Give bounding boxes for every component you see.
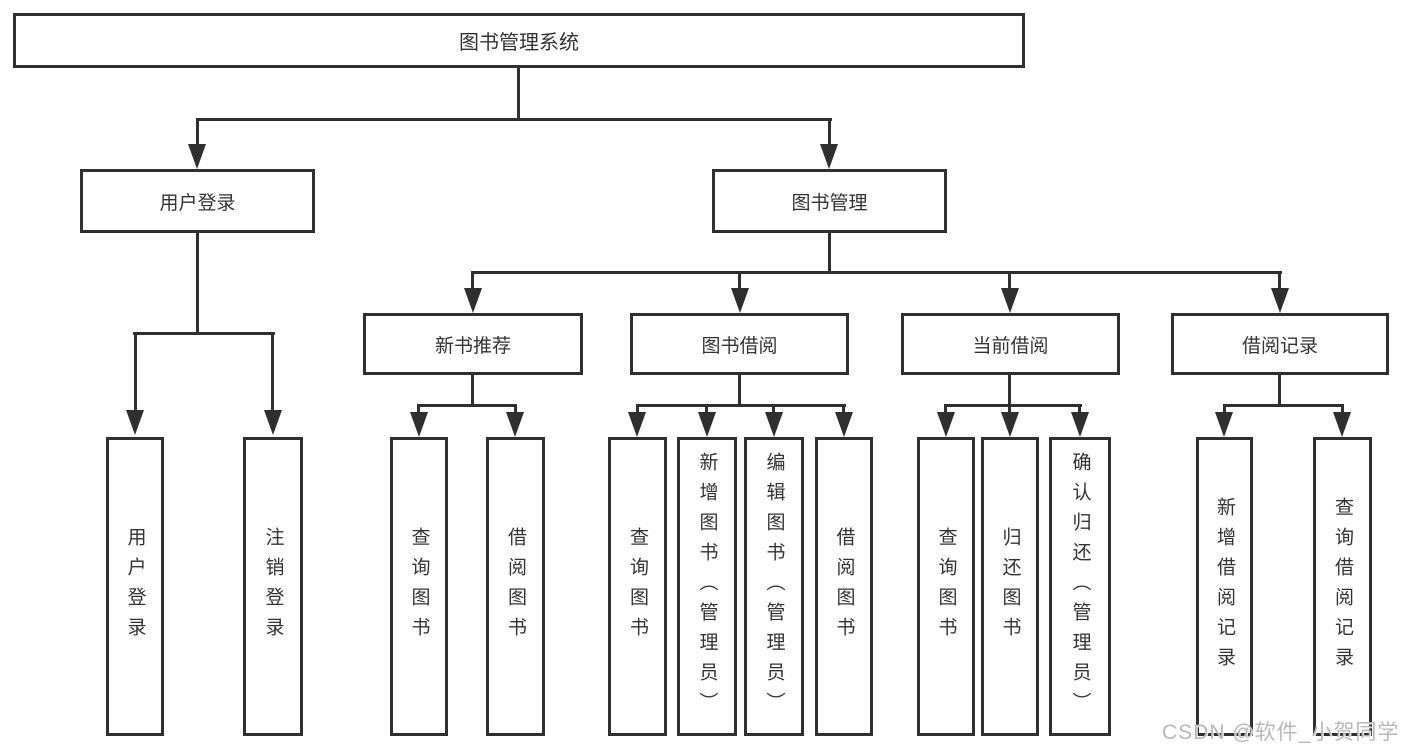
node-label: 借阅图书 <box>505 526 526 647</box>
connector-line <box>772 404 775 414</box>
leaf-recommend-query-books: 查询图书 <box>390 437 448 736</box>
arrowhead-down-icon <box>1001 412 1019 437</box>
connector-borrowing-branch <box>636 404 846 407</box>
node-user-login: 用户登录 <box>80 169 315 233</box>
connector-line <box>1278 271 1281 289</box>
node-label: 注销登录 <box>262 526 284 647</box>
node-label: 归还图书 <box>999 526 1021 647</box>
leaf-logout-login: 注销登录 <box>243 437 303 736</box>
connector-root-stem <box>517 65 520 121</box>
connector-recommend-branch <box>417 404 517 407</box>
arrowhead-down-icon <box>264 410 282 435</box>
leaf-user-login: 用户登录 <box>106 437 164 736</box>
arrowhead-down-icon <box>835 412 853 437</box>
connector-line <box>1008 271 1011 289</box>
leaf-records-query-borrow-record: 查询借阅记录 <box>1313 437 1372 736</box>
node-root: 图书管理系统 <box>13 13 1025 68</box>
connector-line <box>514 404 517 414</box>
arrowhead-down-icon <box>1333 412 1351 437</box>
node-label: 图书管理系统 <box>459 32 579 54</box>
connector-line <box>196 118 199 148</box>
connector-borrowing-stem <box>738 373 741 407</box>
connector-login-branch <box>133 332 275 335</box>
connector-line <box>738 271 741 289</box>
connector-line <box>471 271 474 289</box>
connector-recommend-stem <box>471 373 474 407</box>
node-borrowing-records: 借阅记录 <box>1171 313 1389 375</box>
connector-line <box>636 404 639 414</box>
arrowhead-down-icon <box>1071 412 1089 437</box>
node-label: 借阅图书 <box>833 526 855 647</box>
arrowhead-down-icon <box>1271 288 1289 313</box>
node-label: 查询图书 <box>935 526 957 647</box>
leaf-borrowing-query-books: 查询图书 <box>608 437 667 736</box>
node-label: 查询图书 <box>408 526 430 647</box>
node-label: 查询借阅记录 <box>1332 496 1353 677</box>
node-book-management: 图书管理 <box>712 169 947 233</box>
node-new-book-recommend: 新书推荐 <box>363 313 583 375</box>
connector-line <box>134 332 137 412</box>
node-label: 借阅记录 <box>1241 335 1318 357</box>
node-current-borrowing: 当前借阅 <box>901 313 1120 375</box>
connector-line <box>271 332 274 412</box>
node-label: 用户登录 <box>159 192 236 214</box>
arrowhead-down-icon <box>126 410 144 435</box>
leaf-current-query-books: 查询图书 <box>917 437 975 736</box>
connector-management-branch <box>471 271 1282 274</box>
leaf-records-add-borrow-record: 新增借阅记录 <box>1196 437 1253 736</box>
connector-records-branch <box>1223 404 1344 407</box>
leaf-recommend-borrow-books: 借阅图书 <box>486 437 545 736</box>
leaf-borrowing-edit-books-admin: 编辑图书（管理员） <box>744 437 804 736</box>
arrowhead-down-icon <box>698 412 716 437</box>
arrowhead-down-icon <box>937 412 955 437</box>
connector-line <box>417 404 420 414</box>
connector-login-stem <box>196 230 199 335</box>
connector-line <box>944 404 947 414</box>
node-label: 确认归还（管理员） <box>1069 451 1091 722</box>
arrowhead-down-icon <box>765 412 783 437</box>
node-label: 用户登录 <box>124 526 146 647</box>
connector-line <box>842 404 845 414</box>
arrowhead-down-icon <box>188 144 206 169</box>
arrowhead-down-icon <box>506 412 524 437</box>
arrowhead-down-icon <box>1215 412 1233 437</box>
node-label: 编辑图书（管理员） <box>763 451 785 722</box>
connector-line <box>828 118 831 148</box>
arrowhead-down-icon <box>731 288 749 313</box>
connector-line <box>1078 404 1081 414</box>
node-label: 新增借阅记录 <box>1214 496 1235 677</box>
leaf-current-return-books: 归还图书 <box>981 437 1039 736</box>
connector-line <box>1223 404 1226 414</box>
node-label: 图书管理 <box>791 192 868 214</box>
arrowhead-down-icon <box>1001 288 1019 313</box>
connector-root-branch <box>196 118 832 121</box>
node-label: 图书借阅 <box>701 335 778 357</box>
node-label: 查询图书 <box>627 526 648 647</box>
arrowhead-down-icon <box>820 144 838 169</box>
connector-current-branch <box>944 404 1082 407</box>
node-label: 当前借阅 <box>972 335 1049 357</box>
csdn-watermark: CSDN @软件_小贺同学 <box>1162 721 1400 744</box>
connector-management-stem <box>828 230 831 274</box>
connector-line <box>1341 404 1344 414</box>
arrowhead-down-icon <box>464 288 482 313</box>
connector-line <box>1008 404 1011 414</box>
leaf-current-confirm-return-admin: 确认归还（管理员） <box>1049 437 1111 736</box>
node-book-borrowing: 图书借阅 <box>630 313 849 375</box>
arrowhead-down-icon <box>410 412 428 437</box>
arrowhead-down-icon <box>628 412 646 437</box>
connector-records-stem <box>1278 373 1281 407</box>
leaf-borrowing-add-books-admin: 新增图书（管理员） <box>677 437 737 736</box>
connector-current-stem <box>1008 373 1011 407</box>
node-label: 新增图书（管理员） <box>696 451 718 722</box>
connector-line <box>705 404 708 414</box>
node-label: 新书推荐 <box>434 335 511 357</box>
leaf-borrowing-borrow-books: 借阅图书 <box>815 437 873 736</box>
